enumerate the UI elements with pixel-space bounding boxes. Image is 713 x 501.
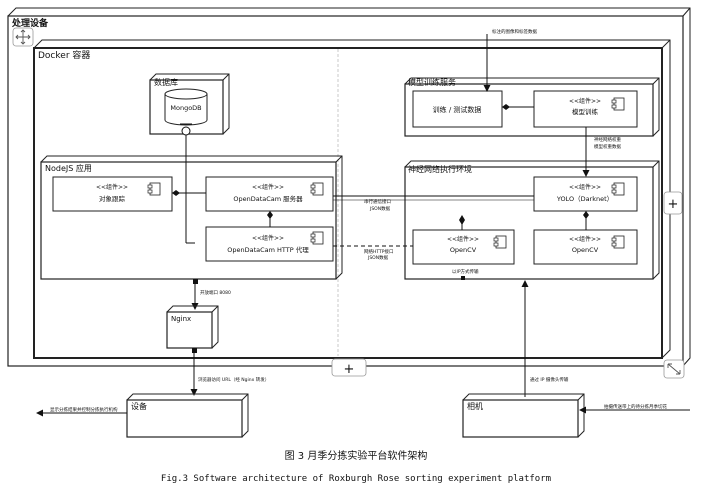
- odc-proxy-stereotype: <<组件>>: [252, 234, 284, 242]
- yolo-label: YOLO（Darknet）: [556, 195, 613, 203]
- camera-stream-label: 通过 IP 摄像头传输: [530, 376, 569, 383]
- opencv-right-component[interactable]: <<组件>> OpenCV: [533, 229, 638, 265]
- component-icon: [611, 182, 625, 196]
- browser-link-label: 浏览器访问 URL（经 Nginx 转发）: [198, 376, 269, 383]
- expand-bottom-button[interactable]: +: [331, 358, 367, 377]
- train-test-data-component[interactable]: 训练 / 测试数据: [412, 90, 503, 128]
- component-icon: [611, 97, 625, 111]
- model-training-label: 模型训练服务: [408, 77, 456, 87]
- expand-right-button[interactable]: +: [663, 191, 683, 215]
- odc-proxy-label: OpenDataCam HTTP 代理: [227, 245, 309, 254]
- annotated-images-label: 标注的图像和标签数据: [492, 28, 537, 35]
- model-train-label: 模型训练: [572, 107, 599, 116]
- component-icon: [310, 182, 324, 196]
- nodejs-app-label: NodeJS 应用: [45, 163, 92, 173]
- opendatacam-server-component[interactable]: <<组件>> OpenDataCam 服务器: [205, 176, 334, 212]
- device-node[interactable]: 设备: [126, 393, 249, 438]
- serial-link-label-1: 串行通信接口: [364, 198, 391, 205]
- move-handle-icon[interactable]: [12, 27, 34, 47]
- mongodb-cylinder-icon: [164, 88, 208, 126]
- odc-server-label: OpenDataCam 服务器: [233, 194, 303, 203]
- nginx-port-label: 开放端口 8080: [200, 289, 231, 296]
- odc-server-stereotype: <<组件>>: [252, 183, 284, 191]
- component-icon: [310, 231, 324, 245]
- processing-device-label: 处理设备: [11, 17, 49, 29]
- device-label: 设备: [131, 401, 147, 411]
- nn-runtime-label: 神经网络执行环境: [408, 164, 472, 174]
- database-node[interactable]: 数据库 MongoDB: [149, 73, 230, 136]
- component-icon: [611, 235, 625, 249]
- camera-node[interactable]: 相机: [462, 393, 585, 438]
- opencv-left-component[interactable]: <<组件>> OpenCV: [412, 229, 515, 265]
- opendatacam-proxy-component[interactable]: <<组件>> OpenDataCam HTTP 代理: [205, 226, 334, 262]
- object-tracker-stereotype: <<组件>>: [96, 183, 128, 191]
- train-test-data-label: 训练 / 测试数据: [433, 105, 482, 114]
- svg-text:+: +: [668, 197, 679, 212]
- docker-label: Docker 容器: [38, 49, 90, 61]
- database-label: 数据库: [154, 77, 178, 87]
- model-train-stereotype: <<组件>>: [569, 97, 601, 105]
- svg-text:+: +: [344, 362, 355, 377]
- object-tracker-label: 对象跟踪: [99, 194, 126, 203]
- weights-label-1: 神经网络权重: [594, 136, 621, 143]
- http-link-label-2: JSON数据: [367, 254, 389, 261]
- opencv-left-label: OpenCV: [450, 246, 477, 254]
- camera-label: 相机: [467, 401, 483, 411]
- mongodb-label: MongoDB: [170, 104, 201, 112]
- caption-en: Fig.3 Software architecture of Roxburgh …: [161, 474, 551, 484]
- model-train-component[interactable]: <<组件>> 模型训练: [533, 90, 638, 128]
- http-link-label-1: 网络HTTP接口: [364, 248, 394, 255]
- object-tracker-component[interactable]: <<组件>> 对象跟踪: [52, 176, 173, 212]
- yolo-component[interactable]: <<组件>> YOLO（Darknet）: [533, 176, 638, 212]
- yolo-stereotype: <<组件>>: [569, 183, 601, 191]
- component-icon: [493, 235, 507, 249]
- resize-handle-icon[interactable]: [663, 359, 685, 379]
- weights-label-2: 模型权重数据: [594, 143, 621, 150]
- opencv-left-stereotype: <<组件>>: [447, 235, 479, 243]
- serial-link-label-2: JSON数据: [369, 205, 391, 212]
- ip-stream-label: 以IP方式传输: [452, 268, 479, 275]
- caption-zh: 图 3 月季分拣实验平台软件架构: [285, 449, 428, 462]
- device-out-label: 显示分拣结果并控制分拣执行机构: [50, 406, 118, 413]
- nginx-node[interactable]: Nginx: [166, 305, 219, 349]
- camera-in-label: 拍摄传送带上的待分拣月季切花: [604, 403, 667, 410]
- nginx-label: Nginx: [171, 315, 191, 323]
- opencv-right-label: OpenCV: [572, 246, 599, 254]
- component-icon: [147, 182, 161, 196]
- opencv-right-stereotype: <<组件>>: [569, 235, 601, 243]
